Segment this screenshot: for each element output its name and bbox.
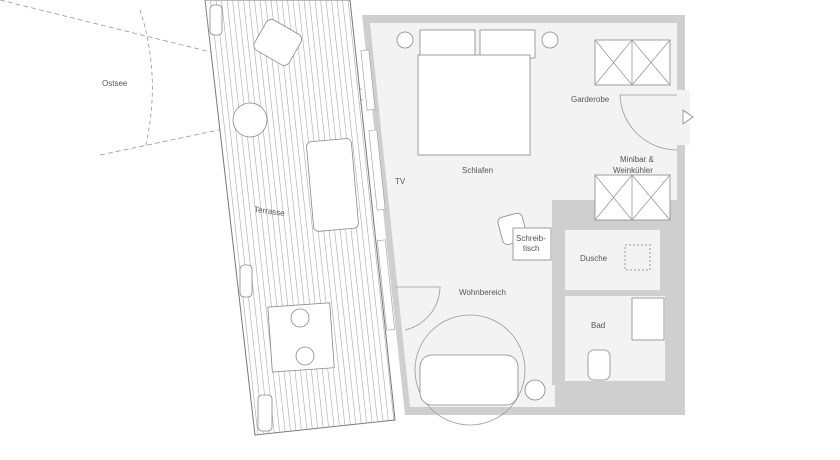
terrace (204, 0, 396, 436)
terrace-table (267, 302, 335, 373)
label-desk: tisch (523, 244, 539, 253)
shower (565, 230, 660, 290)
sink (631, 297, 665, 341)
label-terrace: Terrasse (254, 205, 286, 218)
label-tv: TV (395, 177, 406, 186)
desk (512, 227, 552, 261)
window (368, 129, 386, 211)
label-sea: Ostsee (102, 79, 128, 88)
window (360, 49, 376, 111)
window (376, 239, 396, 331)
label-wardrobe: Garderobe (571, 95, 610, 104)
wardrobe (594, 39, 671, 86)
toilet (587, 349, 611, 381)
terrace-side-table (232, 102, 268, 138)
plant-icon (209, 4, 223, 36)
label-sleeping: Schlafen (462, 166, 493, 175)
label-minibar: Minibar & (620, 155, 654, 164)
side-table (524, 379, 546, 401)
bed (417, 29, 536, 156)
terrace-chair (295, 346, 315, 366)
rug (414, 314, 526, 426)
nightstand-lamp (541, 31, 559, 49)
apartment (360, 15, 694, 426)
sofa (419, 354, 519, 406)
nightstand-lamp (396, 31, 414, 49)
terrace-door (396, 286, 441, 331)
entrance-arrow-icon (682, 109, 694, 125)
plant-icon (257, 394, 273, 432)
minibar (594, 174, 671, 221)
entrance-door (619, 94, 678, 151)
terrace-lounger (306, 138, 359, 232)
label-minibar: Weinkühler (613, 166, 653, 175)
label-bath: Bad (591, 321, 605, 330)
label-desk: Schreib- (516, 234, 546, 243)
terrace-chair (253, 19, 303, 66)
terrace-chair (290, 308, 310, 328)
plant-icon (239, 264, 253, 298)
shower-drain (624, 244, 651, 271)
label-living: Wohnbereich (459, 288, 506, 297)
label-shower: Dusche (580, 254, 608, 263)
